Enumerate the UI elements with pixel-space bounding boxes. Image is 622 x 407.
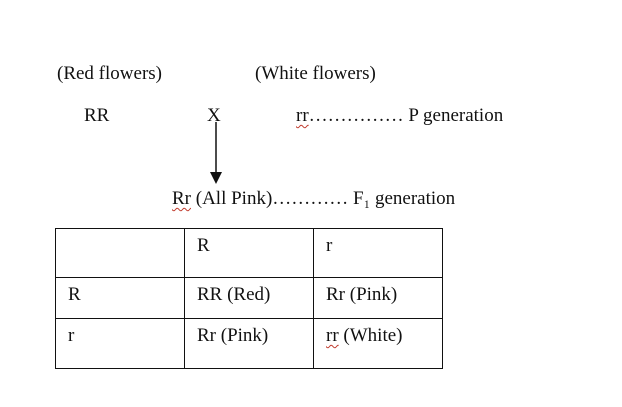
- parent1-label: (Red flowers): [57, 63, 162, 84]
- row-header-r: r: [55, 318, 185, 369]
- col-header-R: R: [184, 228, 314, 278]
- parent1-genotype: RR: [84, 105, 110, 126]
- parent2-label: (White flowers): [255, 63, 376, 84]
- row-header-R: R: [55, 277, 185, 319]
- f1-generation-label: (All Pink)………… F₁ generation: [191, 188, 456, 209]
- col-header-r: r: [313, 228, 443, 278]
- p-generation-line: rr…………… P generation: [296, 106, 503, 125]
- cross-symbol: X: [207, 105, 221, 126]
- down-arrow-icon: [210, 122, 222, 184]
- table-row: r Rr (Pink) rr (White): [55, 318, 443, 369]
- rr-phenotype: (White): [338, 325, 403, 346]
- p-generation-label: …………… P generation: [308, 105, 504, 126]
- cell-Rr: Rr (Pink): [184, 318, 314, 369]
- f1-generation-line: Rr (All Pink)………… F₁ generation: [172, 189, 455, 208]
- corner-cell: [55, 228, 185, 278]
- cell-rr: rr (White): [313, 318, 443, 369]
- table-row: R RR (Red) Rr (Pink): [55, 277, 443, 319]
- punnett-square: R r R RR (Red) Rr (Pink) r Rr (Pink) rr …: [55, 228, 443, 369]
- cell-RR: RR (Red): [184, 277, 314, 319]
- f1-genotype: Rr: [172, 188, 191, 209]
- cell-Rr: Rr (Pink): [313, 277, 443, 319]
- rr-genotype: rr: [326, 325, 339, 346]
- parent2-genotype: rr: [296, 105, 309, 126]
- table-row: R r: [55, 228, 443, 278]
